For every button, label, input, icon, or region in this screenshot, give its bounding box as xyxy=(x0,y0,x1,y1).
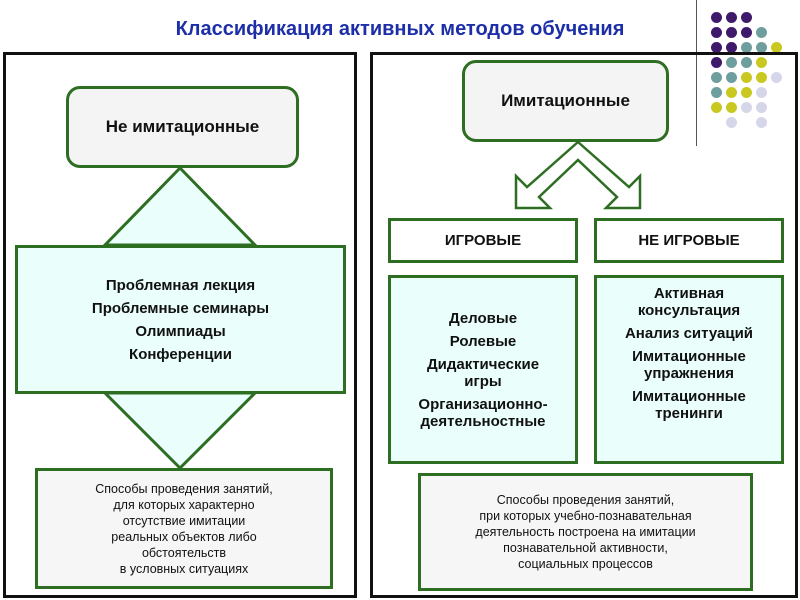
decor-dot xyxy=(741,102,752,113)
game-item: Деловые xyxy=(448,309,518,327)
right-panel xyxy=(370,52,798,598)
decor-dot xyxy=(711,57,722,68)
games-list: Деловые Ролевые Дидактические игры Орган… xyxy=(388,275,578,464)
method-item: Олимпиады xyxy=(135,322,226,340)
decor-dot xyxy=(771,42,782,53)
header-label: ИГРОВЫЕ xyxy=(444,232,522,249)
decor-dot xyxy=(711,102,722,113)
note-line: при которых учебно-познавательная xyxy=(479,509,692,523)
non-imitation-note: Способы проведения занятий, для которых … xyxy=(35,468,333,589)
decor-dot xyxy=(711,72,722,83)
decor-dot xyxy=(726,57,737,68)
header-label: НЕ ИГРОВЫЕ xyxy=(638,232,740,249)
up-arrow-shape xyxy=(101,165,259,247)
note-line: познавательной активности, xyxy=(503,541,668,555)
decor-dot xyxy=(726,102,737,113)
decor-dot xyxy=(741,12,752,23)
heading-label: Не имитационные xyxy=(105,117,260,136)
left-panel xyxy=(3,52,357,598)
down-arrow-shape xyxy=(101,391,259,471)
game-item: Организационно-деятельностные xyxy=(418,395,548,430)
decor-dot xyxy=(756,42,767,53)
decor-dot xyxy=(741,87,752,98)
split-arrow-shape xyxy=(514,140,642,210)
decor-dot xyxy=(726,87,737,98)
decor-dot xyxy=(741,27,752,38)
note-line: в условных ситуациях xyxy=(119,561,249,576)
slide-title: Классификация активных методов обучения xyxy=(175,18,625,40)
decor-dot xyxy=(771,72,782,83)
decor-dot xyxy=(756,57,767,68)
decor-dot xyxy=(711,12,722,23)
method-item: Проблемная лекция xyxy=(105,276,256,294)
method-item: Конференции xyxy=(129,345,232,363)
nongame-item: Активная консультация xyxy=(637,285,741,319)
games-header: ИГРОВЫЕ xyxy=(388,218,578,263)
decor-dot xyxy=(711,42,722,53)
decor-dot xyxy=(726,27,737,38)
divider-line xyxy=(696,0,697,146)
imitation-note: Способы проведения занятий, при которых … xyxy=(418,473,753,591)
non-imitation-heading: Не имитационные xyxy=(66,86,299,168)
decor-dot xyxy=(756,87,767,98)
note-line: для которых характерно xyxy=(113,497,255,512)
method-item: Проблемные семинары xyxy=(91,299,270,317)
note-line: отсутствие имитации xyxy=(122,513,246,528)
decor-dot xyxy=(756,27,767,38)
note-line: Способы проведения занятий, xyxy=(496,493,675,507)
decor-dot xyxy=(756,102,767,113)
note-line: обстоятельств xyxy=(141,545,227,560)
decor-dot xyxy=(741,72,752,83)
decor-dot xyxy=(726,42,737,53)
non-imitation-methods: Проблемная лекция Проблемные семинары Ол… xyxy=(15,245,346,394)
game-item: Дидактические игры xyxy=(426,355,540,390)
heading-label: Имитационные xyxy=(501,91,630,110)
nongame-item: Имитационные упражнения xyxy=(632,348,746,382)
decor-dot xyxy=(741,42,752,53)
imitation-heading: Имитационные xyxy=(462,60,669,142)
nongame-item: Анализ ситуаций xyxy=(624,325,754,342)
note-line: социальных процессов xyxy=(518,557,653,571)
nongame-item: Имитационные тренинги xyxy=(632,388,746,422)
game-item: Ролевые xyxy=(449,332,517,350)
decor-dot xyxy=(711,27,722,38)
decor-dot xyxy=(756,117,767,128)
note-line: Способы проведения занятий, xyxy=(95,481,273,496)
decor-dot xyxy=(711,87,722,98)
nongames-list: Активная консультация Анализ ситуаций Им… xyxy=(594,275,784,464)
decor-dot xyxy=(756,72,767,83)
decor-dot xyxy=(726,117,737,128)
nongames-header: НЕ ИГРОВЫЕ xyxy=(594,218,784,263)
note-line: реальных объектов либо xyxy=(111,529,257,544)
note-line: деятельность построена на имитации xyxy=(475,525,696,539)
decor-dot xyxy=(726,72,737,83)
decor-dot xyxy=(726,12,737,23)
decor-dot xyxy=(741,57,752,68)
